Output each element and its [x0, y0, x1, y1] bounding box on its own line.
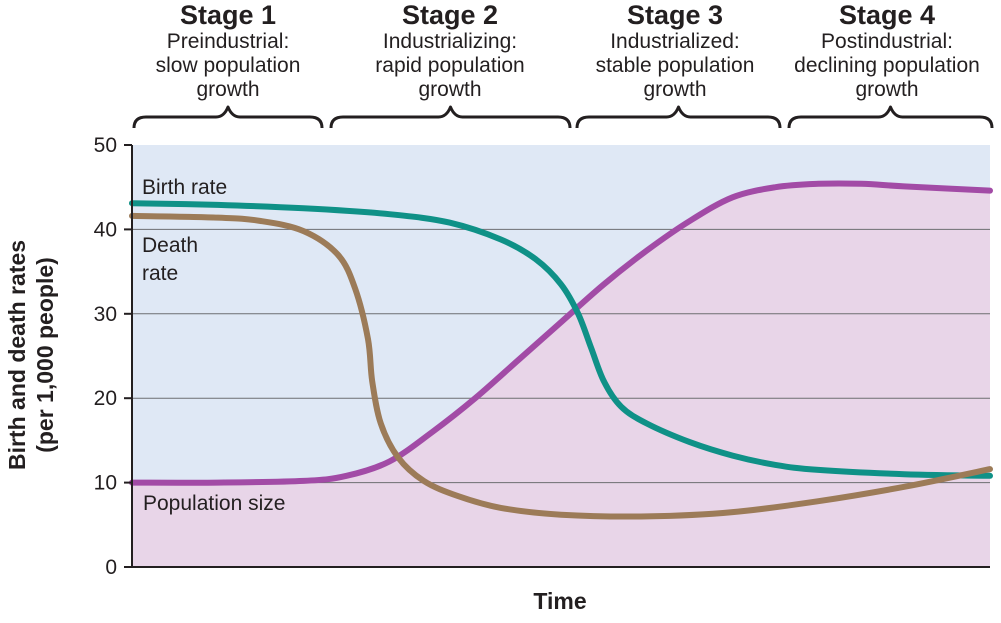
y-tick-label-40: 40: [94, 218, 117, 241]
series-label-death-rate: rate: [142, 262, 178, 285]
stage-description: Industrialized: stable population growth: [595, 30, 755, 101]
y-tick-label-20: 20: [94, 387, 117, 410]
y-axis-label: (per 1,000 people): [32, 257, 58, 453]
y-tick-label-50: 50: [94, 134, 117, 157]
stage-title: Stage 4: [838, 0, 936, 30]
stage-title: Stage 3: [626, 0, 724, 30]
stage-braces: [132, 105, 994, 129]
series-line-death-rate: [129, 212, 993, 520]
stage-description: Preindustrial: slow population growth: [155, 30, 301, 101]
y-tick-label-0: 0: [105, 556, 117, 579]
y-tick-label-30: 30: [94, 303, 117, 326]
series-label-population-size: Population size: [143, 492, 285, 515]
y-axis-label: Birth and death rates: [4, 240, 30, 470]
stage-description: Postindustrial: declining population gro…: [794, 30, 980, 101]
stage-brace-2: [329, 105, 572, 129]
stage-brace-3: [575, 105, 782, 129]
y-tick-label-10: 10: [94, 472, 117, 495]
x-axis-label: Time: [533, 588, 586, 614]
stage-title: Stage 2: [401, 0, 499, 30]
series-label-death-rate: Death: [142, 234, 198, 257]
stage-title: Stage 1: [179, 0, 277, 30]
population-area: [132, 183, 990, 567]
stage-brace-1: [132, 105, 324, 129]
stage-description: Industrializing: rapid population growth: [375, 30, 525, 101]
series-label-birth-rate: Birth rate: [142, 176, 227, 199]
stage-brace-4: [787, 105, 994, 129]
series-line-birth-rate: [129, 200, 993, 479]
